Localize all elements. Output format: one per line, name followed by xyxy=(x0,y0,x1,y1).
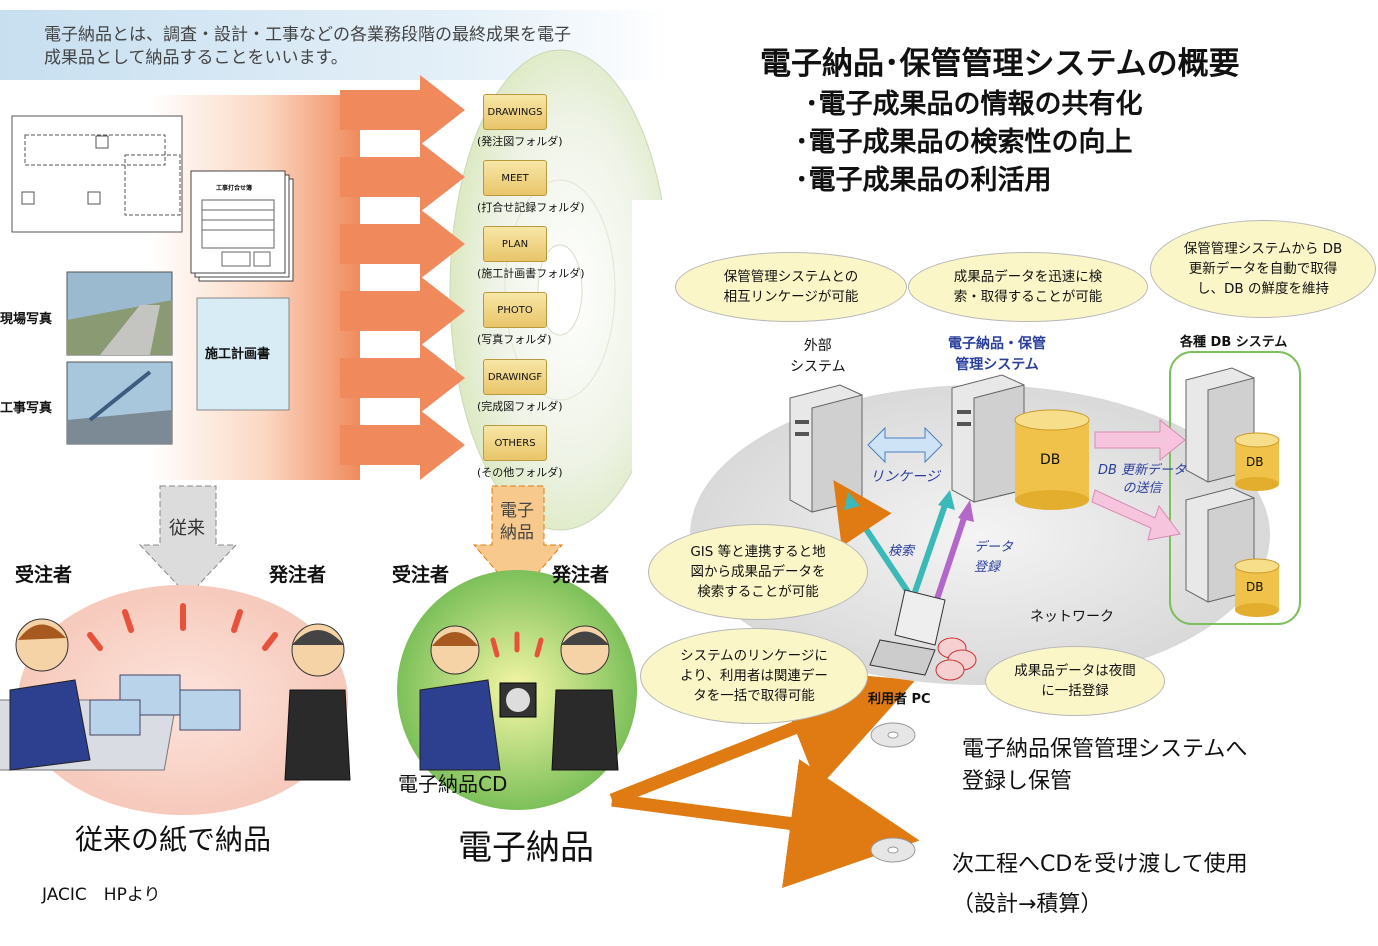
caption-electronic: 電子納品 xyxy=(458,828,594,868)
bullet-item: ･電子成果品の利活用 xyxy=(795,165,1052,196)
electronic-arrow xyxy=(472,485,564,597)
paper-stacks xyxy=(89,674,241,736)
db-cylinder-upper xyxy=(1234,432,1280,491)
bubble-night-registration: 成果品データは夜間に一括登録 xyxy=(985,646,1165,716)
db-update-arrow-upper xyxy=(1094,418,1186,462)
user-pc-label: 利用者 PC xyxy=(868,692,931,707)
photo-label-site: 現場写真 xyxy=(0,312,53,327)
conventional-arrow xyxy=(138,485,238,597)
role-contractor-1: 受注者 xyxy=(15,564,73,586)
cd-label: 電子納品CD xyxy=(398,772,508,796)
main-system-label: 電子納品・保管管理システム xyxy=(948,336,1046,373)
role-client-1: 発注者 xyxy=(269,564,327,586)
intro-banner: 電子納品とは、調査・設計・工事などの各業務段階の最終成果を電子 成果品として納品… xyxy=(0,10,670,80)
folder-photo: PHOTO xyxy=(483,292,547,328)
folder-others: OTHERS xyxy=(483,425,547,461)
bubble-search: 成果品データを迅速に検索・取得することが可能 xyxy=(908,252,1148,322)
folder-meet: MEET xyxy=(483,160,547,196)
cd-icon-2 xyxy=(870,837,916,863)
db-label-lower: DB xyxy=(1246,580,1264,594)
form-title: 工事打合せ簿 xyxy=(216,185,253,192)
plan-document-label: 施工計画書 xyxy=(205,347,271,362)
external-server xyxy=(789,384,863,513)
source-credit: JACIC HPより xyxy=(42,885,161,905)
bubble-user-linkage: システムのリンケージにより、利用者は関連データを一括で取得可能 xyxy=(640,628,868,724)
cd-stack xyxy=(935,637,977,681)
main-server xyxy=(951,374,1025,503)
construction-plan-document xyxy=(196,297,290,411)
folder-plan-label: (施工計画書フォルダ) xyxy=(477,267,585,280)
page-title: 電子納品･保管管理システムの概要 xyxy=(760,46,1240,82)
search-arrow-external xyxy=(833,480,911,594)
folder-drawings-label: (発注図フォルダ) xyxy=(477,135,563,148)
folder-others-label: (その他フォルダ) xyxy=(477,466,563,479)
bubble-gis: GIS 等と連携すると地図から成果品データを検索することが可能 xyxy=(648,524,868,620)
user-pc xyxy=(869,589,946,676)
folder-drawings: DRAWINGS xyxy=(483,94,547,130)
db-update-arrow-lower xyxy=(1091,489,1181,541)
linkage-arrow xyxy=(867,426,943,464)
conventional-arrow-label: 従来 xyxy=(169,518,205,539)
db-systems-label: 各種 DB システム xyxy=(1180,335,1288,350)
folder-drawingf-label: (完成図フォルダ) xyxy=(477,400,563,413)
db-update-label: DB 更新データの送信 xyxy=(1098,463,1187,496)
bullet-item: ･電子成果品の検索性の向上 xyxy=(795,127,1133,158)
folder-meet-label: (打合せ記録フォルダ) xyxy=(477,201,585,214)
bubble-linkage: 保管管理システムとの相互リンケージが可能 xyxy=(675,252,907,322)
note-store-system: 電子納品保管管理システムへ登録し保管 xyxy=(962,737,1248,794)
db-systems-box xyxy=(1169,351,1301,625)
bullet-list: ･電子成果品の情報の共有化 ･電子成果品の検索性の向上 ･電子成果品の利活用 xyxy=(795,86,1143,200)
fan-arrows xyxy=(340,75,465,480)
cd-icon-1 xyxy=(870,722,916,748)
folder-plan: PLAN xyxy=(483,226,547,262)
db-cylinder-lower xyxy=(1234,558,1280,617)
data-registration-label: データ登録 xyxy=(974,540,1014,575)
stress-marks xyxy=(87,603,278,651)
role-client-2: 発注者 xyxy=(552,564,610,586)
main-db-cylinder xyxy=(1014,409,1090,510)
caption-paper: 従来の紙で納品 xyxy=(75,823,272,856)
data-registration-arrow xyxy=(932,514,968,606)
bullet-item: ･電子成果品の情報の共有化 xyxy=(805,89,1143,120)
role-contractor-2: 受注者 xyxy=(392,564,450,586)
distribution-arrow-lower xyxy=(611,759,920,888)
distribution-arrow-upper xyxy=(609,667,916,807)
meeting-record-form xyxy=(190,170,286,274)
search-label: 検索 xyxy=(888,544,915,559)
main-db-label: DB xyxy=(1040,452,1061,468)
electronic-arrow-label: 電子納品 xyxy=(500,501,534,543)
external-system-label: 外部システム xyxy=(790,338,846,375)
note-next-process: 次工程へCDを受け渡して使用（設計→積算） xyxy=(952,852,1248,917)
linkage-label: リンケージ xyxy=(870,469,940,485)
photo-label-construction: 工事写真 xyxy=(0,401,53,416)
intro-text: 電子納品とは、調査・設計・工事などの各業務段階の最終成果を電子 成果品として納品… xyxy=(44,25,571,68)
search-arrow-main xyxy=(912,504,948,593)
network-label: ネットワーク xyxy=(1030,609,1114,625)
folder-drawingf: DRAWINGF xyxy=(483,359,547,395)
db-label-upper: DB xyxy=(1246,455,1264,469)
folder-photo-label: (写真フォルダ) xyxy=(477,333,552,346)
